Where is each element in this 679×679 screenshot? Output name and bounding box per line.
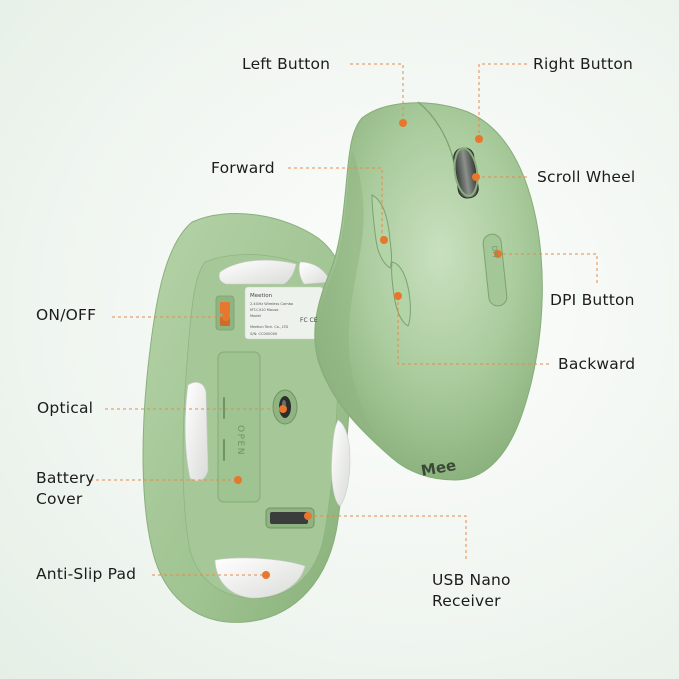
- marker-anti-slip-pad: [262, 571, 270, 579]
- label-forward: Forward: [211, 159, 275, 177]
- usb-receiver-dongle: [270, 512, 308, 524]
- marker-optical: [279, 405, 287, 413]
- marker-left-button: [399, 119, 407, 127]
- label-battery-cover: Battery Cover: [36, 468, 156, 510]
- label-usb-receiver-line1: USB Nano: [432, 571, 511, 589]
- marker-on-off: [222, 313, 230, 321]
- leader-backward: [397, 296, 550, 365]
- marker-dots: [222, 119, 502, 579]
- label-left-button: Left Button: [242, 55, 331, 73]
- sticker-line4: Meetion Tech. Co., LTD: [250, 325, 289, 329]
- label-battery-cover-line2: Cover: [36, 490, 83, 508]
- top-brand-text: Mee: [420, 456, 458, 480]
- marker-right-button: [475, 135, 483, 143]
- sticker-line1: 2.4GHz Wireless Combo: [250, 302, 293, 306]
- label-right-button: Right Button: [533, 55, 634, 73]
- marker-backward: [394, 292, 402, 300]
- marker-forward: [380, 236, 388, 244]
- label-usb-receiver-line2: Receiver: [432, 592, 501, 610]
- sticker-marks: FC CE: [300, 317, 318, 324]
- label-anti-slip-pad: Anti-Slip Pad: [36, 565, 137, 583]
- on-off-switch-knob[interactable]: [220, 302, 230, 314]
- leader-dpi-button: [497, 253, 598, 286]
- anti-slip-pad-top-left: [218, 259, 297, 285]
- anti-slip-pad-right: [331, 419, 351, 507]
- anti-slip-pad-left: [184, 382, 209, 482]
- marker-battery-cover: [234, 476, 242, 484]
- leader-left-button: [350, 63, 404, 122]
- label-usb-receiver: USB Nano Receiver: [432, 570, 552, 612]
- battery-cover-plate: [217, 351, 261, 503]
- marker-scroll-wheel: [472, 173, 480, 181]
- sticker-line3: Model: [250, 314, 261, 318]
- dpi-button-text: DPI: [490, 245, 499, 257]
- label-optical: Optical: [37, 399, 94, 417]
- scroll-wheel-ring: [453, 147, 479, 197]
- leader-forward: [288, 167, 383, 238]
- marker-usb-receiver: [304, 512, 312, 520]
- anti-slip-pad-bottom: [214, 557, 306, 599]
- label-battery-cover-line1: Battery: [36, 469, 95, 487]
- label-dpi-button: DPI Button: [550, 291, 635, 309]
- leader-right-button: [478, 63, 527, 138]
- sticker-serial: S/N: CC000000: [250, 332, 278, 336]
- label-on-off: ON/OFF: [36, 306, 97, 324]
- marker-dpi-button: [494, 250, 502, 258]
- battery-cover-open-text: OPEN: [235, 425, 245, 456]
- label-backward: Backward: [558, 355, 636, 373]
- leader-usb-receiver: [308, 515, 467, 562]
- mouse-top-side-shadow: [318, 150, 392, 458]
- mouse-top-view: [314, 101, 543, 481]
- leader-lines: [90, 63, 598, 576]
- sticker-brand: Meetion: [250, 293, 273, 299]
- anti-slip-pad-top-right: [298, 261, 331, 285]
- sticker-line2: MT-C410 Mouse: [250, 308, 279, 312]
- label-scroll-wheel: Scroll Wheel: [537, 168, 636, 186]
- mouse-bottom-view: [142, 212, 353, 623]
